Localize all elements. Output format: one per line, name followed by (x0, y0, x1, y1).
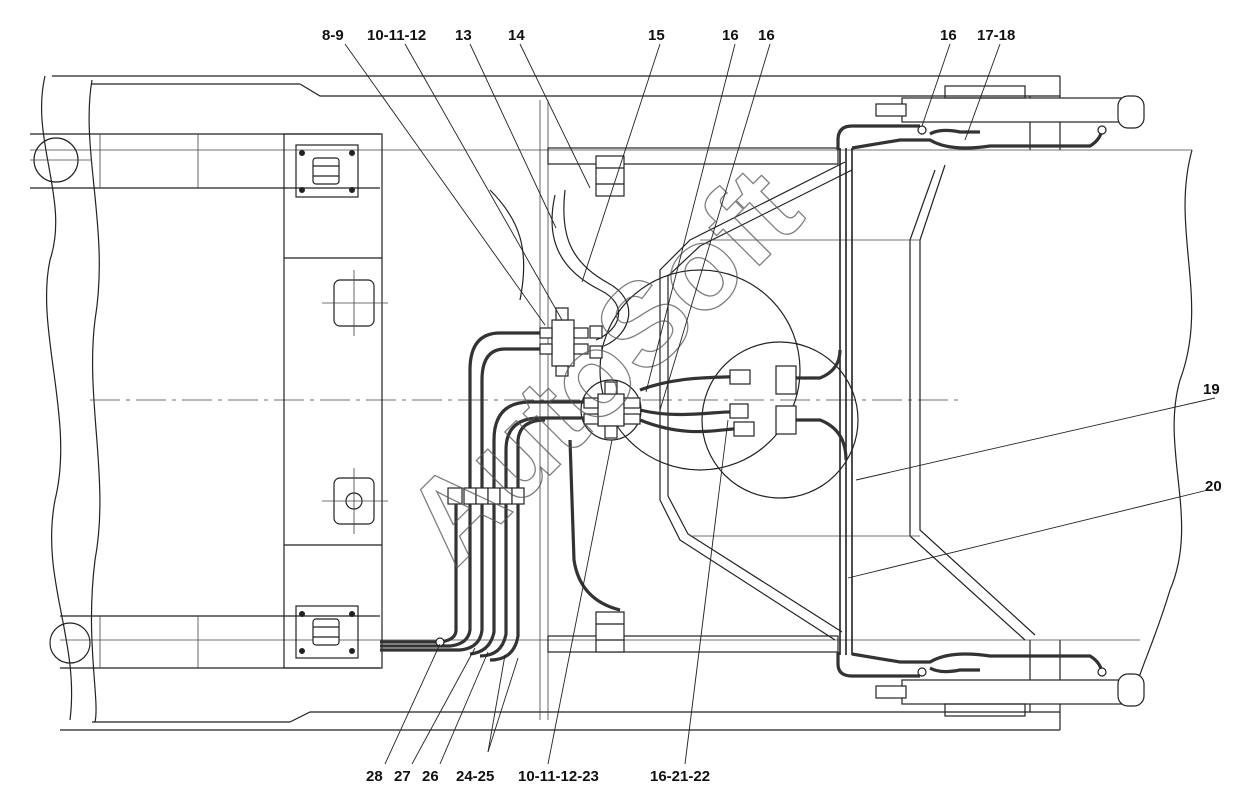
callout-15: 15 (648, 27, 665, 44)
tank-outline (659, 148, 1036, 655)
hydraulic-cylinder-bottom (836, 652, 1145, 717)
callout-28: 28 (366, 768, 383, 785)
callout-16-21-22: 16-21-22 (650, 768, 710, 785)
leader-lines (344, 43, 1216, 765)
valve-block-upper (539, 307, 603, 377)
callout-20: 20 (1205, 478, 1222, 495)
cross-member (30, 133, 388, 669)
pipe-fittings-right (729, 365, 797, 437)
pipe-bundle (380, 331, 621, 662)
callout-labels: 8-9 10-11-12 13 14 15 16 16 16 17-18 19 … (322, 27, 1222, 785)
callout-8-9: 8-9 (322, 27, 344, 44)
callout-16-c: 16 (940, 27, 957, 44)
callout-10-11-12-23: 10-11-12-23 (518, 768, 599, 785)
transverse-beams (547, 147, 839, 653)
callout-24-25: 24-25 (456, 768, 494, 785)
callout-26: 26 (422, 768, 439, 785)
callout-17-18: 17-18 (977, 27, 1015, 44)
callout-16-a: 16 (722, 27, 739, 44)
watermark-text: AutoSoft (380, 143, 826, 589)
callout-14: 14 (508, 27, 525, 44)
callout-10-11-12: 10-11-12 (367, 27, 426, 44)
callout-13: 13 (455, 27, 472, 44)
callout-19: 19 (1203, 381, 1220, 398)
callout-16-b: 16 (758, 27, 775, 44)
hydraulic-cylinder-top (836, 85, 1145, 150)
valve-block-lower (580, 379, 642, 441)
callout-27: 27 (394, 768, 411, 785)
